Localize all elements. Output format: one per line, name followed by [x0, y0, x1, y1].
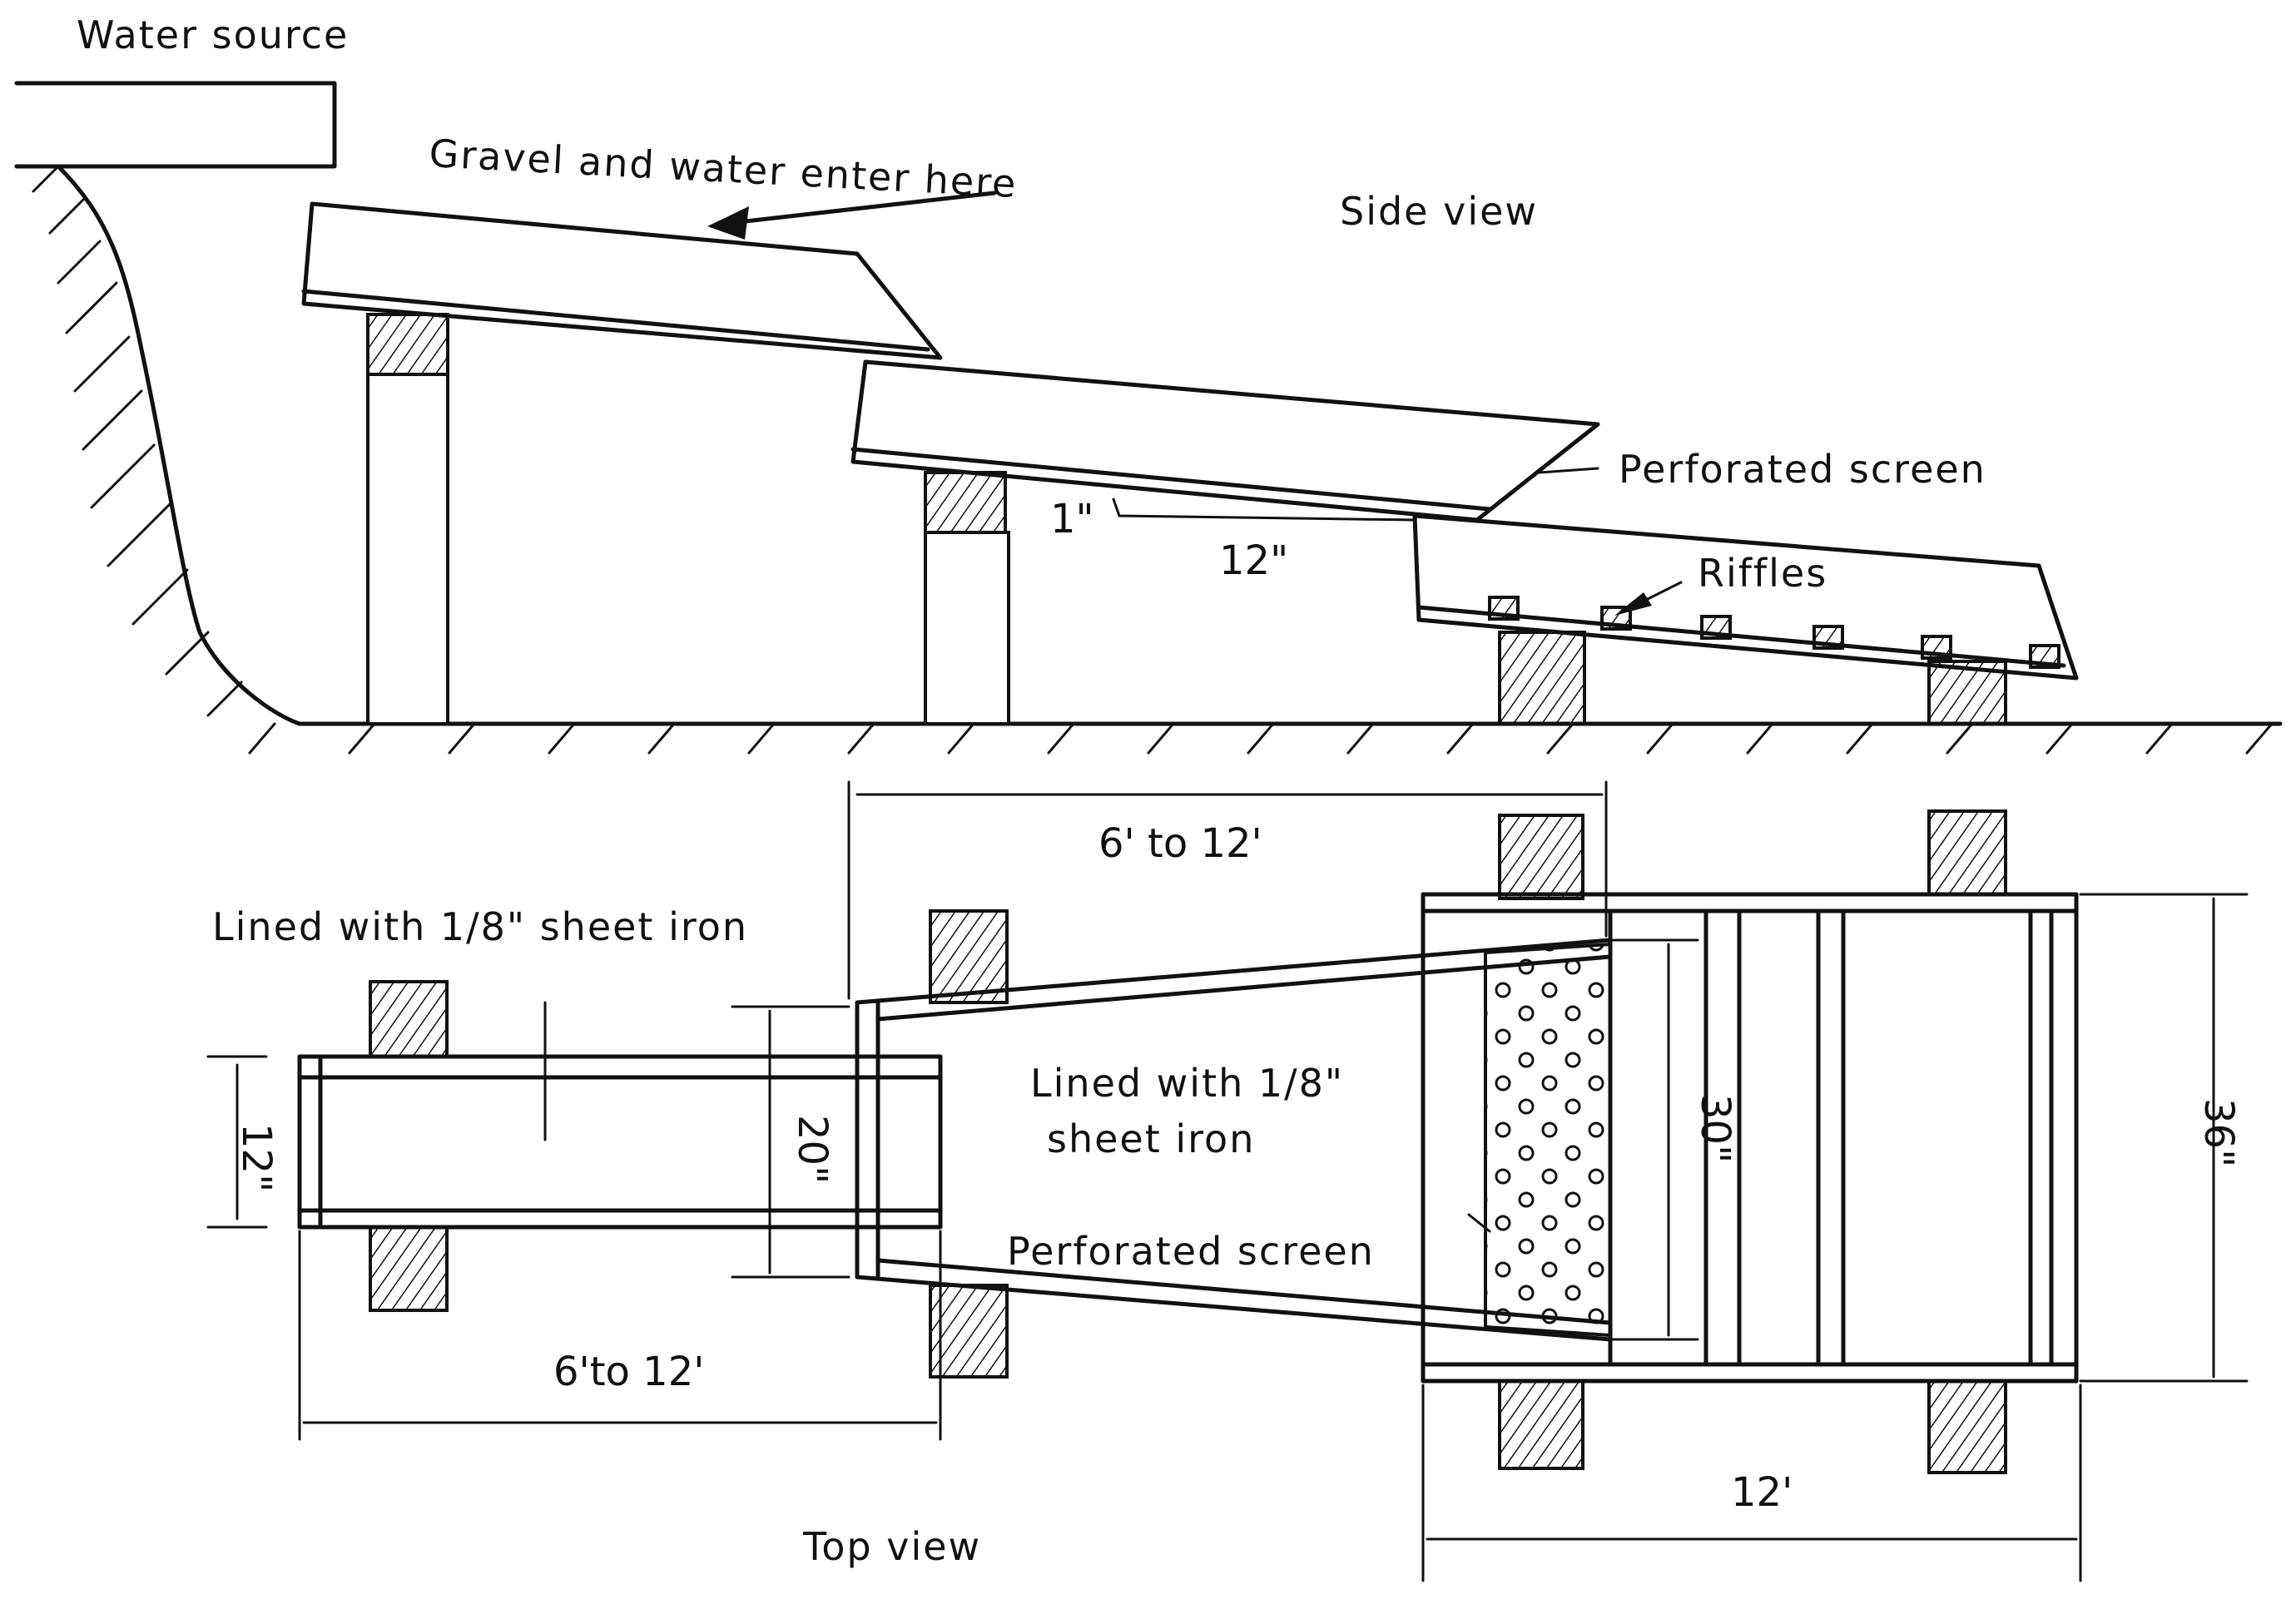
- upper-post-cap: [366, 313, 449, 376]
- top-right-post-upper-1: [1498, 814, 1584, 900]
- dim-width-12: 12": [233, 1123, 280, 1192]
- dim-width-20: 20": [789, 1115, 836, 1184]
- label-gravel-enter: Gravel and water enter here: [428, 131, 1018, 206]
- riffle-post-right: [1927, 660, 2007, 725]
- top-right-post-lower-2: [1927, 1379, 2007, 1474]
- label-1in: 1": [1050, 496, 1094, 542]
- riffle-post-left: [1498, 631, 1586, 725]
- top-riffle-bars: [1608, 908, 2054, 1367]
- ground-hatching: [248, 722, 2274, 755]
- top-right-post-lower-1: [1498, 1379, 1584, 1470]
- middle-post: [924, 531, 1010, 725]
- top-left-post-lower: [369, 1225, 449, 1312]
- upper-post: [366, 373, 449, 725]
- dim-width-36: 36": [2195, 1098, 2242, 1167]
- side-view: Water source Gravel and water enter here…: [14, 12, 2283, 755]
- water-source-flume: [14, 81, 337, 169]
- top-middle-post-lower: [929, 1284, 1009, 1379]
- top-right-post-upper-2: [1927, 809, 2007, 896]
- label-riffles: Riffles: [1698, 551, 1827, 596]
- top-left-box: [297, 1054, 943, 1230]
- label-perforated-screen-side: Perforated screen: [1619, 447, 1986, 492]
- label-side-view: Side view: [1340, 189, 1538, 234]
- riffle-box: [1412, 513, 2079, 681]
- top-middle-post-upper: [929, 909, 1009, 1004]
- dim-length-bottom-left: 6'to 12': [553, 1349, 704, 1395]
- top-view: Lined with 1/8" sheet iron Lined with 1/…: [206, 780, 2249, 1582]
- dimension-1in-12in: [1112, 498, 1416, 522]
- bank-hatching: [32, 165, 243, 717]
- label-water-source: Water source: [77, 12, 349, 57]
- dim-length-12ft: 12': [1731, 1469, 1793, 1516]
- dim-width-30: 30": [1692, 1094, 1738, 1163]
- label-lined-center-1: Lined with 1/8": [1030, 1061, 1344, 1106]
- label-lined-top-left: Lined with 1/8" sheet iron: [212, 904, 748, 949]
- upper-sluice-box: [301, 201, 943, 360]
- label-top-view: Top view: [802, 1524, 981, 1569]
- label-perforated-screen-top: Perforated screen: [1007, 1229, 1375, 1274]
- label-12in-side: 12": [1219, 537, 1288, 584]
- top-riffle-box: [1421, 892, 2079, 1384]
- screen-arrow: [1538, 467, 1599, 474]
- dimension-lines: [206, 780, 2249, 1582]
- label-lined-center-2: sheet iron: [1047, 1116, 1255, 1161]
- gravel-arrow: [713, 191, 997, 227]
- dim-length-top-center: 6' to 12': [1098, 820, 1262, 867]
- top-left-post-upper: [369, 980, 449, 1058]
- middle-post-cap: [924, 471, 1007, 534]
- top-perforated-screen: [1484, 942, 1612, 1338]
- river-bank: [14, 164, 2283, 726]
